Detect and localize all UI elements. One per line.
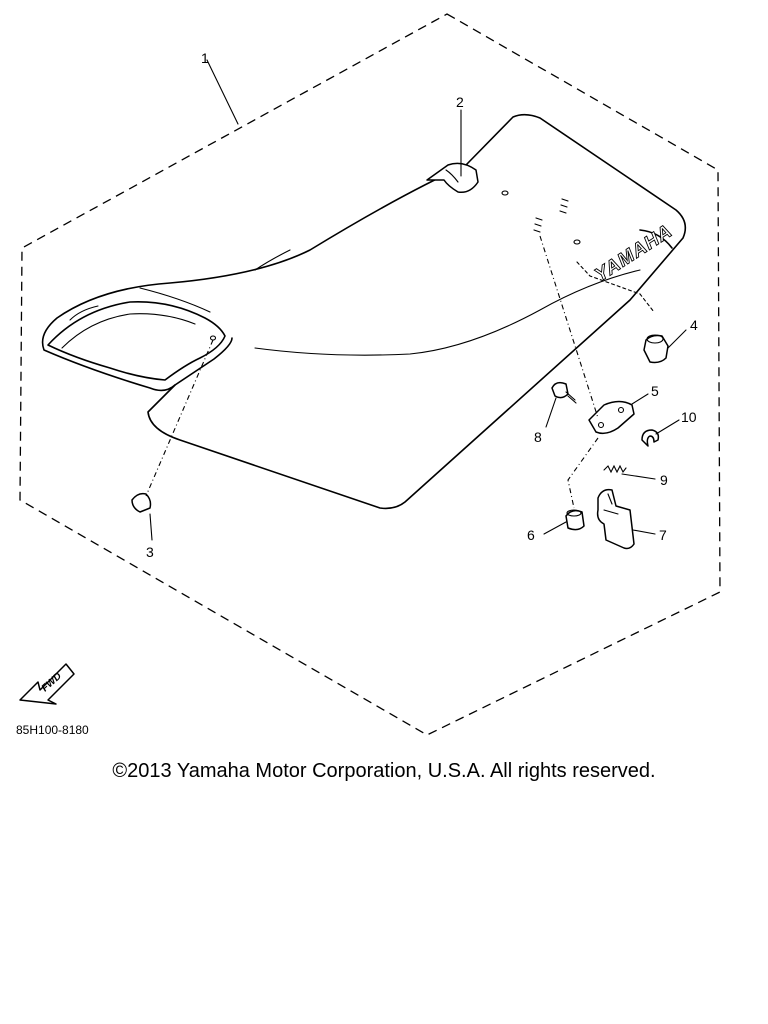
leader-lines: [145, 59, 687, 541]
callout-8: 8: [534, 429, 542, 445]
part-8-bolt: [551, 381, 577, 404]
assembly-boundary: [19, 13, 721, 736]
part-10-circlip: [641, 429, 660, 447]
forward-arrow-icon: FWD: [19, 663, 75, 705]
copyright-notice: ©2013 Yamaha Motor Corporation, U.S.A. A…: [112, 760, 656, 782]
callout-5: 5: [651, 383, 659, 399]
callout-4: 4: [690, 317, 698, 333]
part-5-bracket: [588, 400, 635, 435]
part-6-collar: [565, 509, 585, 531]
callout-9: 9: [660, 472, 668, 488]
part-9-spring: [603, 464, 627, 474]
brand-logo: YAMAHA: [591, 221, 676, 287]
callout-6: 6: [527, 527, 535, 543]
part-3-clip: [131, 492, 152, 513]
seat-assembly: YAMAHA: [41, 113, 687, 510]
callout-3: 3: [146, 544, 154, 560]
callout-2: 2: [456, 94, 464, 110]
part-2-catch: [426, 162, 479, 194]
callout-7: 7: [659, 527, 667, 543]
callout-1: 1: [201, 50, 209, 66]
part-7-hook: [596, 488, 635, 550]
part-4-damper: [643, 334, 669, 364]
callout-10: 10: [681, 409, 697, 425]
reference-code: 85H100-8180: [16, 723, 89, 737]
